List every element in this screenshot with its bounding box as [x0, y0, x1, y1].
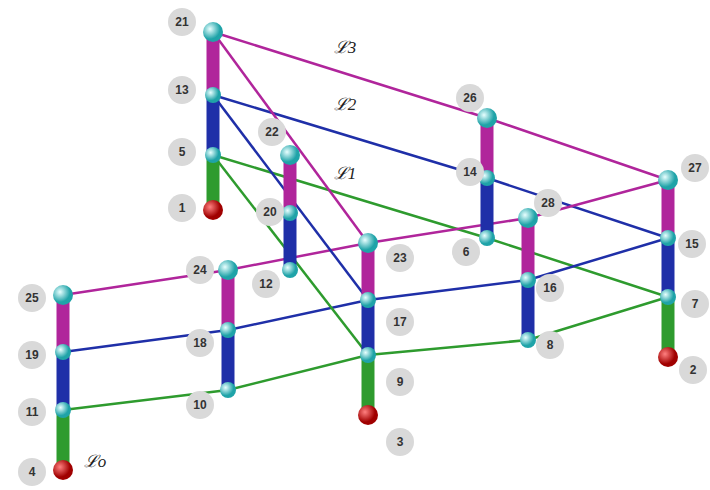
column-member [222, 330, 235, 390]
beam-line [213, 155, 668, 297]
column-member [57, 352, 70, 410]
joint-sphere [282, 205, 298, 221]
callout-number: 19 [18, 341, 46, 369]
column-member [481, 178, 494, 238]
column-member [207, 95, 220, 155]
joint-sphere [218, 260, 238, 280]
joint-sphere [53, 285, 73, 305]
callout-number: 25 [18, 284, 46, 312]
callout-number: 24 [186, 256, 214, 284]
beam-line [213, 95, 368, 300]
joint-sphere [660, 230, 676, 246]
joint-sphere [479, 230, 495, 246]
callout-number: 22 [258, 118, 286, 146]
beam-line [213, 32, 668, 180]
support-sphere [53, 460, 73, 480]
joint-sphere [660, 289, 676, 305]
joint-sphere [282, 262, 298, 278]
joint-sphere [205, 147, 221, 163]
callout-number: 26 [456, 84, 484, 112]
callout-number: 12 [252, 270, 280, 298]
callout-number: 3 [386, 428, 414, 456]
callout-number: 15 [678, 230, 706, 258]
joint-sphere [358, 233, 378, 253]
joint-sphere [55, 344, 71, 360]
callout-number: 28 [534, 189, 562, 217]
callout-number: 4 [18, 458, 46, 486]
joint-sphere [477, 108, 497, 128]
callout-number: 7 [681, 290, 709, 318]
callout-number: 20 [256, 198, 284, 226]
column-member [522, 280, 535, 340]
joint-sphere [55, 402, 71, 418]
callout-number: 13 [168, 76, 196, 104]
level-label: ℒ1 [332, 161, 359, 184]
level-label: ℒo [82, 449, 109, 472]
joint-sphere [205, 87, 221, 103]
callout-number: 5 [168, 138, 196, 166]
level-label: ℒ2 [332, 92, 359, 115]
support-sphere [203, 200, 223, 220]
callout-number: 11 [18, 398, 46, 426]
callout-number: 8 [536, 331, 564, 359]
callout-number: 14 [456, 158, 484, 186]
callout-number: 23 [386, 244, 414, 272]
joint-sphere [360, 292, 376, 308]
callout-number: 17 [386, 308, 414, 336]
support-sphere [358, 405, 378, 425]
joint-sphere [520, 272, 536, 288]
joint-sphere [360, 347, 376, 363]
beam-line [213, 32, 368, 243]
joint-sphere [518, 208, 538, 228]
beam-line [213, 95, 668, 238]
level-label: ℒ3 [332, 35, 359, 58]
callout-number: 6 [452, 238, 480, 266]
beam-line [213, 155, 368, 355]
callout-number: 9 [386, 368, 414, 396]
joint-sphere [220, 322, 236, 338]
joint-sphere [280, 145, 300, 165]
callout-number: 2 [679, 356, 707, 384]
column-member [662, 238, 675, 297]
callout-number: 18 [186, 329, 214, 357]
callout-number: 10 [186, 391, 214, 419]
joint-sphere [520, 332, 536, 348]
callout-number: 16 [536, 274, 564, 302]
joint-sphere [658, 170, 678, 190]
joint-sphere [203, 22, 223, 42]
callout-number: 1 [168, 194, 196, 222]
joint-sphere [220, 382, 236, 398]
support-sphere [658, 347, 678, 367]
callout-number: 21 [168, 8, 196, 36]
callout-number: 27 [681, 154, 709, 182]
column-member [362, 300, 375, 355]
column-member [284, 213, 297, 270]
